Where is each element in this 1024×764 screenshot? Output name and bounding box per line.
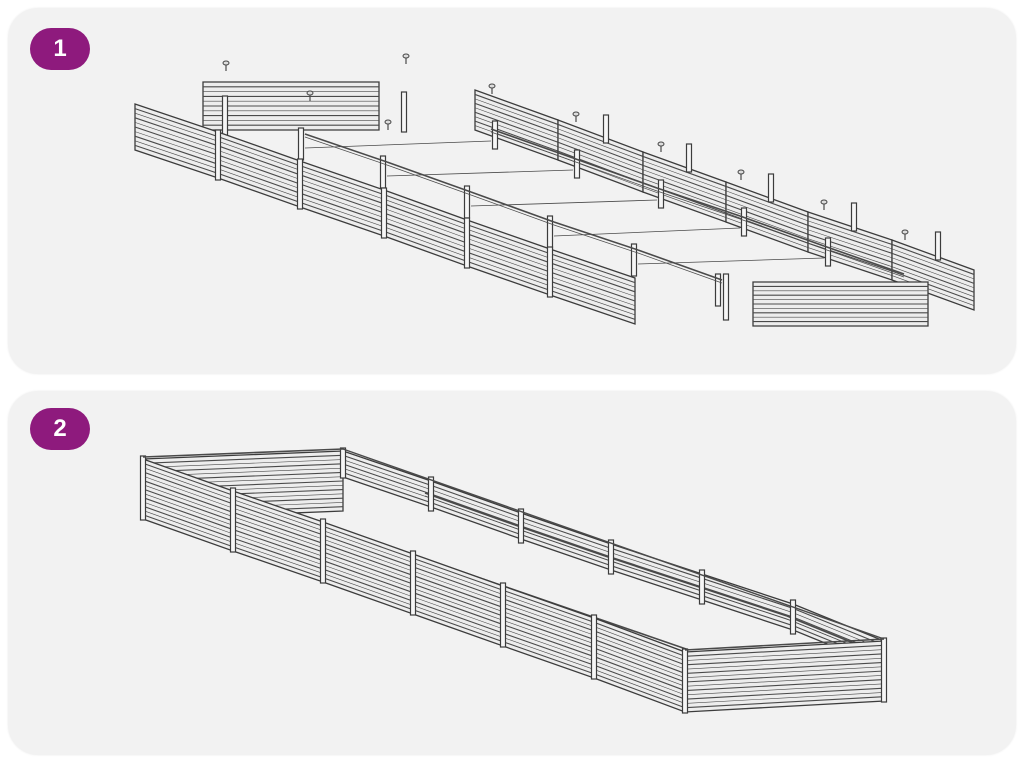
joint-post [499,582,507,648]
joint-post [590,614,598,680]
front-side-panel [383,189,468,267]
joint-post [380,187,388,239]
brace-post [824,237,832,267]
step-number-badge: 2 [30,408,90,450]
corner-post [339,447,347,479]
brace-post [714,273,722,307]
brace-post [789,599,797,635]
brace-post [657,179,665,209]
bolt-part [384,119,392,130]
bolt-part [402,53,410,64]
raised-garden-bed-exploded-parts-icon [134,53,975,327]
upright-post [722,273,730,321]
raised-garden-bed-assembled-icon [139,447,888,714]
cross-brace [470,187,741,226]
joint-post [409,550,417,616]
upright-post [400,91,408,133]
joint-post [139,455,147,521]
back-side-panel [610,543,703,601]
joint-post [546,246,554,298]
back-side-panel [725,181,809,253]
step-card-1: 1 [8,8,1016,374]
front-side-panel [412,553,504,647]
cross-brace [304,128,574,166]
corner-post [880,637,888,703]
back-side-panel [520,512,612,571]
brace-post [698,569,706,605]
bolt-part [488,83,496,94]
back-side-panel [342,450,432,508]
joint-post [296,158,304,210]
step-card-2: 2 [8,391,1016,755]
front-side-panel [502,585,595,679]
brace-post [740,207,748,237]
front-side-panel [322,521,414,615]
upright-post [221,95,229,137]
upright-post [934,231,942,261]
back-side-panel [891,239,975,311]
joint-post [463,217,471,269]
end-panel [684,640,885,713]
bolt-part [222,60,230,71]
joint-post [681,648,689,714]
front-side-panel [549,248,636,325]
end-panel [752,281,929,327]
brace-post [573,149,581,179]
bolt-part [737,169,745,180]
bolt-part [820,199,828,210]
bolt-part [572,111,580,122]
front-side-panel [299,160,385,237]
front-side-panel [134,103,219,179]
upright-post [767,173,775,203]
joint-post [214,129,222,181]
front-side-panel [593,617,686,713]
end-panel [202,81,380,131]
bolt-part [306,90,314,101]
bolt-part [657,141,665,152]
front-side-panel [142,458,234,552]
front-side-panel [466,219,551,296]
cross-brace [386,157,658,196]
bolt-part [901,229,909,240]
brace-post [427,476,435,512]
back-side-panel [474,89,559,161]
back-side-panel [807,211,893,281]
upright-post [685,143,693,173]
brace-post [297,127,305,161]
brace-post [491,120,499,150]
brace-post [607,539,615,575]
upright-post [850,202,858,232]
back-side-panel [430,480,522,540]
brace-post [517,508,525,544]
joint-post [319,518,327,584]
front-side-panel [217,131,301,208]
upright-post [602,114,610,144]
cross-brace [553,215,825,254]
step-number-badge: 1 [30,28,90,70]
brace-post [630,243,638,277]
joint-post [229,487,237,553]
cross-brace [637,245,905,284]
